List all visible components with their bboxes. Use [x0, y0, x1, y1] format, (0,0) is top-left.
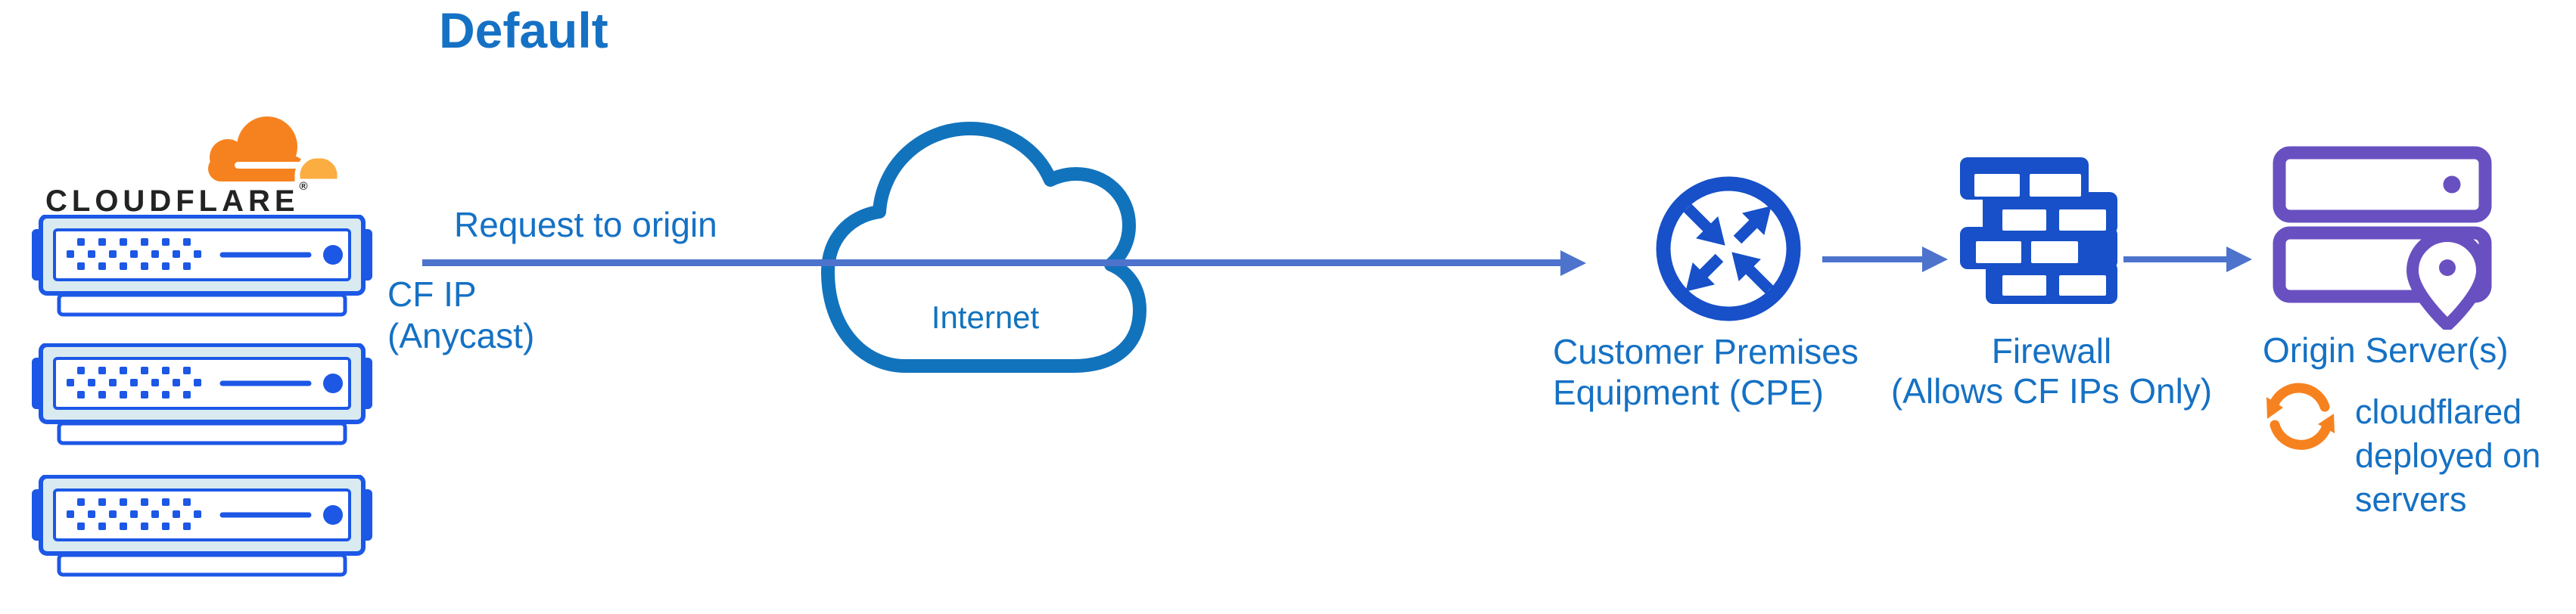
internet-cloud-icon [821, 122, 1146, 373]
server-vent-dots [67, 367, 201, 398]
firewall-label-line1: Firewall [1991, 331, 2112, 371]
server-vent-dots [67, 498, 201, 530]
firewall-to-origin-arrowhead [2226, 247, 2252, 272]
cpe-to-firewall-arrowhead [1922, 247, 1948, 272]
cpe-label: Customer Premises Equipment (CPE) [1553, 331, 1859, 413]
firewall-label: Firewall (Allows CF IPs Only) [1875, 331, 2228, 411]
cf-ip-label-line1: CF IP [387, 274, 477, 314]
cloudflared-label-line3: servers [2355, 480, 2467, 519]
server-vent-dots [67, 238, 201, 270]
request-to-origin-label: Request to origin [454, 205, 717, 244]
cloudflared-label-line1: cloudflared [2355, 392, 2522, 431]
cloudflare-logo-cloud-icon [208, 116, 343, 183]
internet-label: Internet [931, 299, 1040, 335]
cf-ip-label-line2: (Anycast) [387, 316, 535, 355]
cpe-label-line1: Customer Premises [1553, 332, 1859, 371]
origin-servers-icon [2273, 146, 2492, 330]
firewall-label-line2: (Allows CF IPs Only) [1890, 371, 2213, 411]
request-arrow-line [422, 259, 1562, 266]
location-pin-icon [2406, 230, 2488, 330]
cloudflare-wordmark: CLOUDFLARE® [45, 180, 345, 219]
origin-servers-label: Origin Server(s) [2263, 330, 2509, 370]
cloudflared-sync-icon [2266, 383, 2335, 450]
cloudflared-label-line2: deployed on [2355, 436, 2541, 475]
cpe-to-firewall-arrow-line [1822, 256, 1924, 262]
cloudflare-wordmark-text: CLOUDFLARE [45, 185, 300, 218]
cloudflared-label: cloudflared deployed on servers [2355, 390, 2540, 522]
cloudflare-edge-server-icon [32, 475, 372, 577]
cloudflare-edge-server-icon [32, 215, 372, 317]
cloudflare-edge-server-icon [32, 343, 372, 445]
firewall-to-origin-arrow-line [2123, 256, 2228, 262]
request-arrowhead [1560, 250, 1586, 276]
registered-trademark-symbol: ® [299, 180, 308, 193]
cpe-router-icon [1656, 176, 1801, 321]
page-title: Default [439, 2, 608, 58]
cpe-label-line2: Equipment (CPE) [1553, 373, 1824, 412]
cf-ip-anycast-label: CF IP (Anycast) [387, 274, 534, 357]
firewall-icon [1960, 157, 2117, 304]
